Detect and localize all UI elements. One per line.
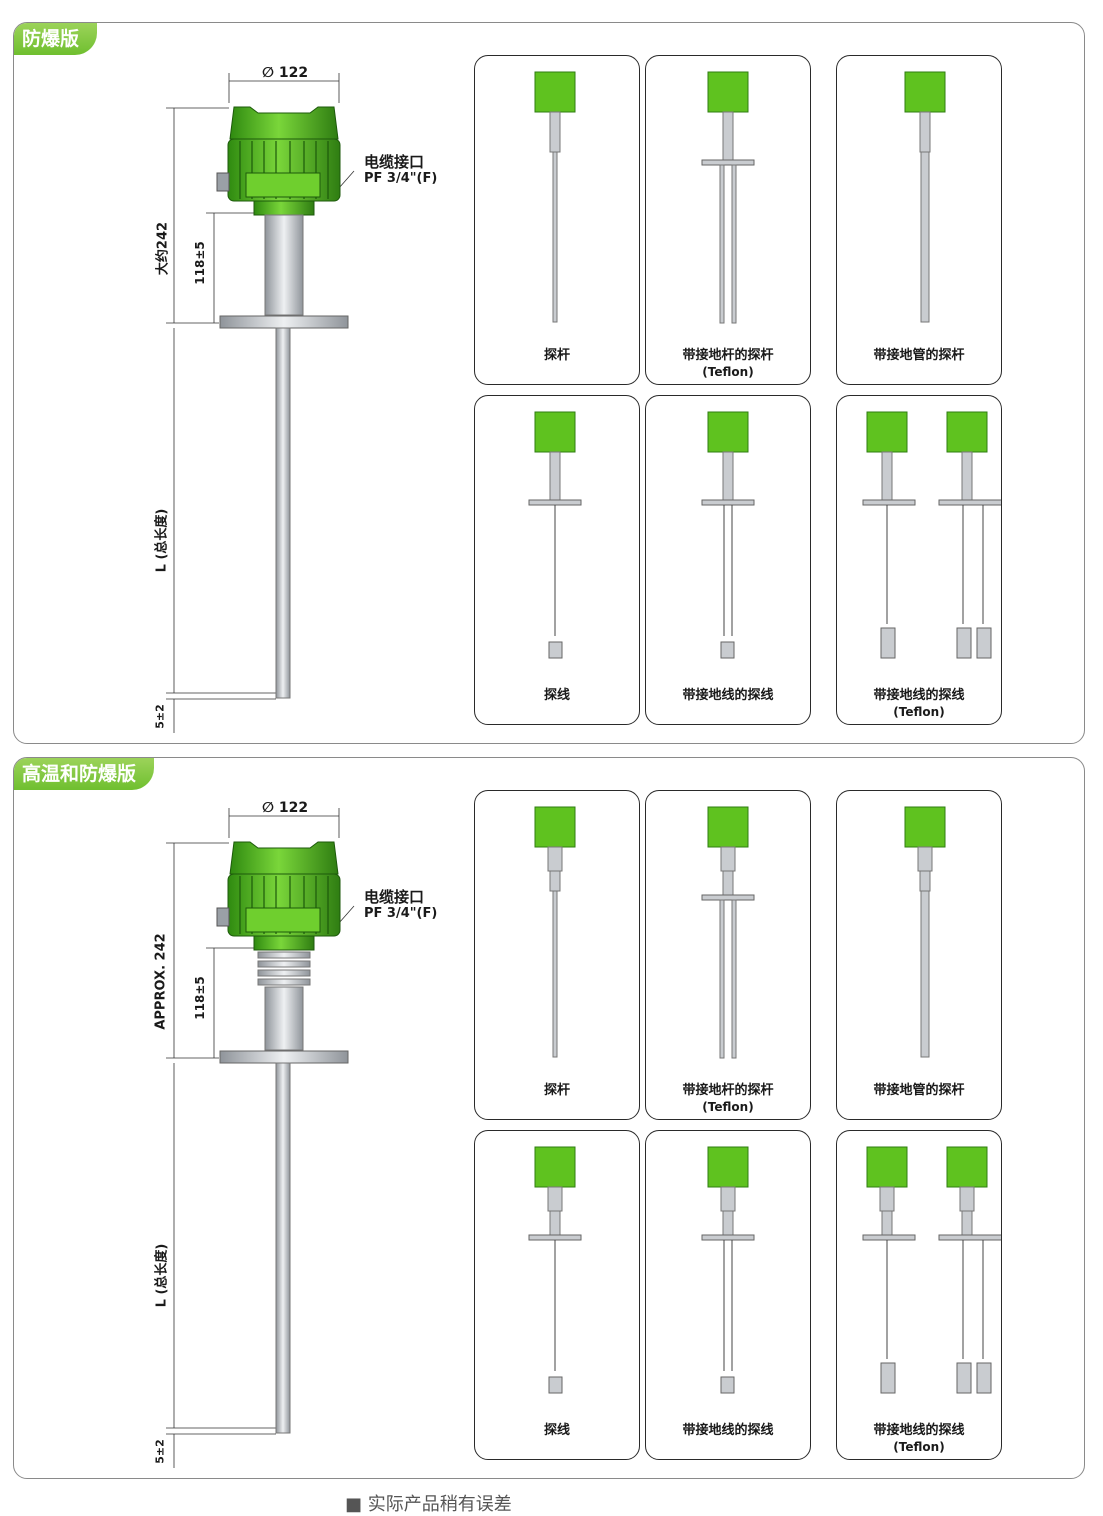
variant-label: 探杆 <box>543 348 570 363</box>
variant-card: 带接地线的探线 <box>645 1130 811 1460</box>
variant-card: 带接地管的探杆 <box>836 790 1002 1120</box>
cable-spec: PF 3/4"(F) <box>364 906 438 921</box>
variant-card: 带接地杆的探杆 (Teflon) <box>645 55 811 385</box>
cable-spec: PF 3/4"(F) <box>364 171 438 186</box>
cable-label: 电缆接口 <box>364 888 425 906</box>
variant-card: 带接地线的探线 (Teflon) <box>836 1130 1002 1460</box>
variant-label: 带接地线的探线 <box>873 688 965 703</box>
variant-label: 带接地线的探线 <box>682 688 774 703</box>
section-high-temp: 高温和防爆版 <box>13 757 1085 1479</box>
height-label: APPROX. 242 <box>153 933 169 1030</box>
main-drawing <box>166 808 355 1468</box>
footer-note: ■ 实际产品稍有误差 <box>345 1494 512 1515</box>
length-label: L (总长度) <box>154 508 170 573</box>
variant-sub: (Teflon) <box>893 1440 945 1454</box>
section-tab: 高温和防爆版 <box>14 758 155 790</box>
variant-label: 带接地线的探线 <box>873 1423 965 1438</box>
height-label: 大约242 <box>155 221 171 276</box>
variant-sub: (Teflon) <box>893 705 945 719</box>
variant-card: 探杆 <box>474 790 640 1120</box>
variant-label: 探杆 <box>543 1083 570 1098</box>
variant-card: 探杆 <box>474 55 640 385</box>
variant-label: 带接地管的探杆 <box>873 348 965 363</box>
variant-card: 探线 <box>474 395 640 725</box>
variant-card: 带接地杆的探杆 (Teflon) <box>645 790 811 1120</box>
neck-label: 118±5 <box>193 241 207 285</box>
variant-label: 带接地杆的探杆 <box>682 1083 774 1098</box>
variant-label: 带接地管的探杆 <box>873 1083 965 1098</box>
variant-label: 探线 <box>543 1423 570 1438</box>
variant-label: 带接地线的探线 <box>682 1423 774 1438</box>
variant-card: 带接地管的探杆 <box>836 55 1002 385</box>
variant-label: 探线 <box>543 688 570 703</box>
variant-card: 带接地线的探线 (Teflon) <box>836 395 1002 725</box>
variant-card: 探线 <box>474 1130 640 1460</box>
bottom-label: 5±2 <box>153 704 167 729</box>
cable-label: 电缆接口 <box>364 153 425 171</box>
length-label: L (总长度) <box>154 1243 170 1308</box>
variant-sub: (Teflon) <box>702 1100 754 1114</box>
variant-label: 带接地杆的探杆 <box>682 348 774 363</box>
diameter-label: ∅ 122 <box>262 800 309 816</box>
section-tab: 防爆版 <box>14 23 98 55</box>
neck-label: 118±5 <box>193 976 207 1020</box>
variant-card: 带接地线的探线 <box>645 395 811 725</box>
diameter-label: ∅ 122 <box>262 65 309 81</box>
section-explosion-proof: 防爆版 <box>13 22 1085 744</box>
bottom-label: 5±2 <box>153 1439 167 1464</box>
main-drawing <box>166 73 355 733</box>
variant-sub: (Teflon) <box>702 365 754 379</box>
